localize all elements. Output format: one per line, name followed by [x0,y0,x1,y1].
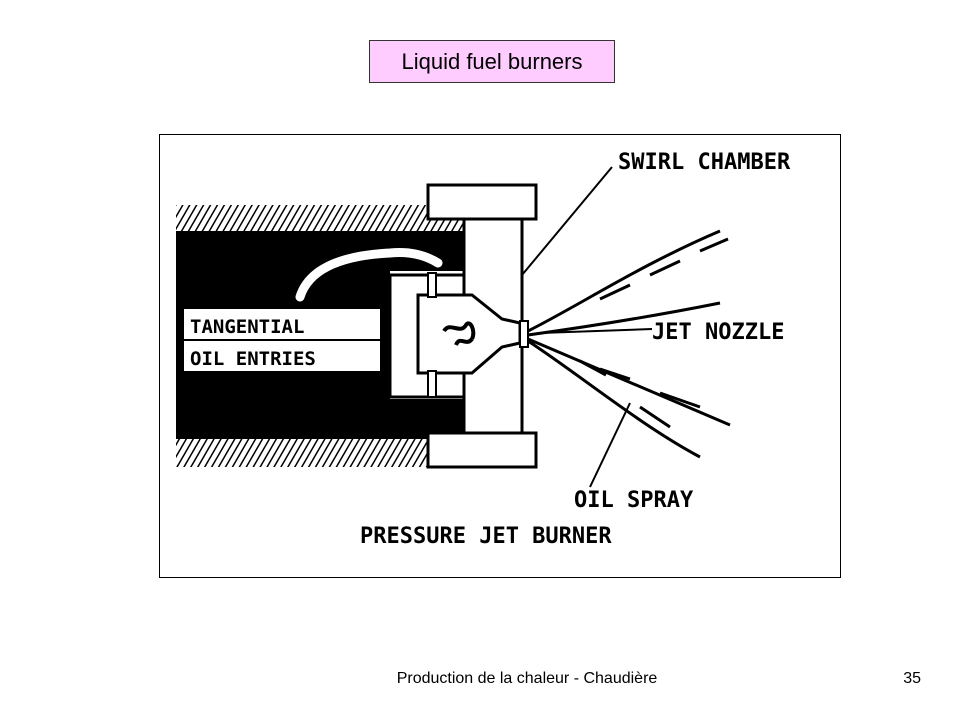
jet-nozzle-label: JET NOZZLE [652,320,784,345]
oil-spray-dashes [579,237,729,429]
swirl-chamber-leader [521,166,613,276]
oil-entry-port-top [427,272,437,298]
footer-text: Production de la chaleur - Chaudière [396,670,658,687]
oil-entries-label: OIL ENTRIES [190,348,316,370]
burner-diagram-svg: TANGENTIAL OIL ENTRIES SWIRL CHAMBER JET… [176,150,791,549]
oil-entries-label-slot [184,341,380,371]
top-casing-hatch [176,205,466,231]
bottom-casing-hatch [176,439,466,467]
oil-spray-leader [589,402,631,488]
swirl-marks [442,321,476,346]
oil-spray-label: OIL SPRAY [574,488,694,513]
jet-nozzle-outlet [519,320,529,348]
tangential-label-slot [184,309,380,339]
slide-footer: Production de la chaleur - Chaudière 35 [0,670,960,694]
flange-top-cap [426,183,538,221]
flange-bottom-cap [426,431,538,469]
slide-title: Liquid fuel burners [369,40,615,83]
diagram-caption: PRESSURE JET BURNER [360,524,612,549]
jet-nozzle-leader [539,328,653,334]
oil-spray-cone [527,229,731,459]
tangential-label: TANGENTIAL [190,316,304,338]
page-number: 35 [903,670,921,687]
swirl-chamber-label: SWIRL CHAMBER [618,150,791,175]
oil-entry-port-bottom [427,370,437,398]
oil-flow-stream [295,248,443,302]
burner-diagram: TANGENTIAL OIL ENTRIES SWIRL CHAMBER JET… [159,134,841,578]
